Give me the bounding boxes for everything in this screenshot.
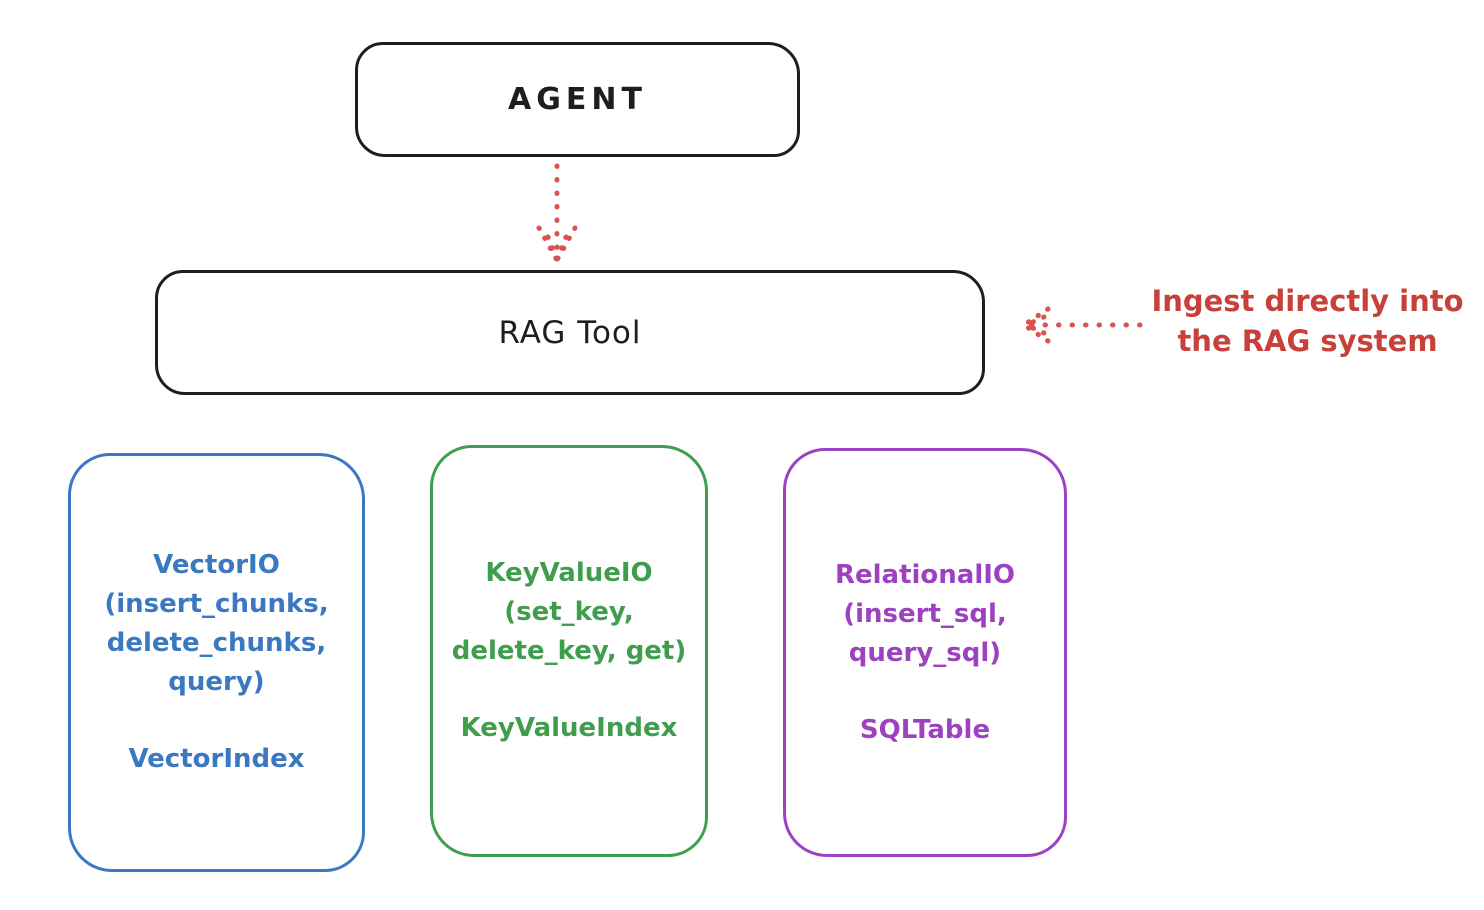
relational-io-box: RelationalIO (insert_sql, query_sql) SQL… [783, 448, 1067, 857]
ingest-annotation-arrow-icon [1021, 306, 1143, 344]
vector-io-method-line: query) [168, 667, 265, 697]
rag-tool-box: RAG Tool [155, 270, 985, 395]
ingest-annotation: Ingest directly into the RAG system [1140, 281, 1475, 361]
agent-label: AGENT [508, 82, 647, 117]
agent-box: AGENT [355, 42, 800, 157]
sql-table-label: SQLTable [859, 714, 991, 745]
relational-io-method-line: query_sql) [848, 637, 1002, 668]
vector-io-title: VectorIO [153, 550, 280, 580]
agent-to-rag-arrow-icon [536, 163, 578, 263]
relational-io-method-line: (insert_sql, [843, 598, 1007, 629]
relational-io-title: RelationalIO [834, 559, 1016, 590]
vector-io-method-line: (insert_chunks, [104, 589, 329, 619]
vector-io-box: VectorIO (insert_chunks, delete_chunks, … [68, 453, 365, 872]
rag-tool-label: RAG Tool [498, 314, 642, 351]
keyvalue-index-label: KeyValueIndex [460, 713, 678, 743]
keyvalue-io-title: KeyValueIO [485, 558, 653, 588]
vector-index-label: VectorIndex [128, 744, 305, 774]
keyvalue-io-method-line: delete_key, get) [451, 636, 687, 666]
ingest-annotation-line1: Ingest directly into [1151, 284, 1464, 318]
keyvalue-io-box: KeyValueIO (set_key, delete_key, get) Ke… [430, 445, 708, 857]
keyvalue-io-method-line: (set_key, [504, 597, 634, 627]
vector-io-method-line: delete_chunks, [106, 628, 327, 658]
ingest-annotation-line2: the RAG system [1177, 324, 1438, 359]
